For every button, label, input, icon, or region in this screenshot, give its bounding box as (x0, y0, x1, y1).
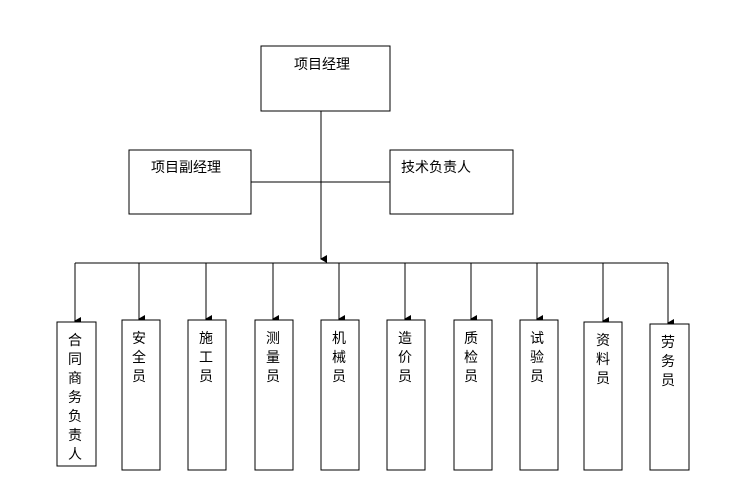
staff-node: 劳务员 (649, 263, 690, 471)
staff-box (254, 319, 294, 471)
staff-label: 安全员 (132, 331, 146, 385)
staff-box (519, 319, 559, 471)
staff-label: 试验员 (530, 331, 544, 385)
staff-label: 质检员 (464, 331, 478, 385)
staff-box (121, 319, 161, 471)
staff-layer: 合同商务负责人 安全员 施工员 测量员 机械员 造价员 质检员 试验员 资料员 劳务员 (56, 263, 690, 471)
staff-label: 合同商务负责人 (68, 333, 82, 463)
deputy-box (128, 149, 252, 215)
staff-node: 质检员 (453, 263, 493, 471)
staff-node: 施工员 (187, 263, 227, 471)
staff-node: 造价员 (386, 263, 426, 471)
staff-box (187, 319, 227, 471)
staff-node: 机械员 (320, 263, 360, 471)
staff-label: 施工员 (199, 331, 213, 385)
manager-box (260, 45, 391, 112)
staff-node: 试验员 (519, 263, 559, 471)
staff-box (649, 323, 690, 471)
staff-box (56, 321, 97, 467)
staff-node: 安全员 (121, 263, 161, 471)
staff-box (453, 319, 493, 471)
staff-box (320, 319, 360, 471)
staff-label: 资料员 (596, 333, 610, 387)
technical-label: 技术负责人 (401, 160, 471, 176)
staff-label: 测量员 (266, 331, 280, 385)
staff-node: 资料员 (583, 263, 623, 471)
staff-label: 造价员 (398, 331, 412, 385)
technical-box (389, 149, 514, 215)
staff-node: 合同商务负责人 (56, 263, 97, 467)
staff-label: 劳务员 (661, 335, 675, 389)
staff-label: 机械员 (332, 331, 346, 385)
deputy-label: 项目副经理 (151, 160, 221, 176)
staff-box (583, 321, 623, 471)
staff-box (386, 319, 426, 471)
staff-node: 测量员 (254, 263, 294, 471)
manager-label: 项目经理 (294, 57, 350, 73)
